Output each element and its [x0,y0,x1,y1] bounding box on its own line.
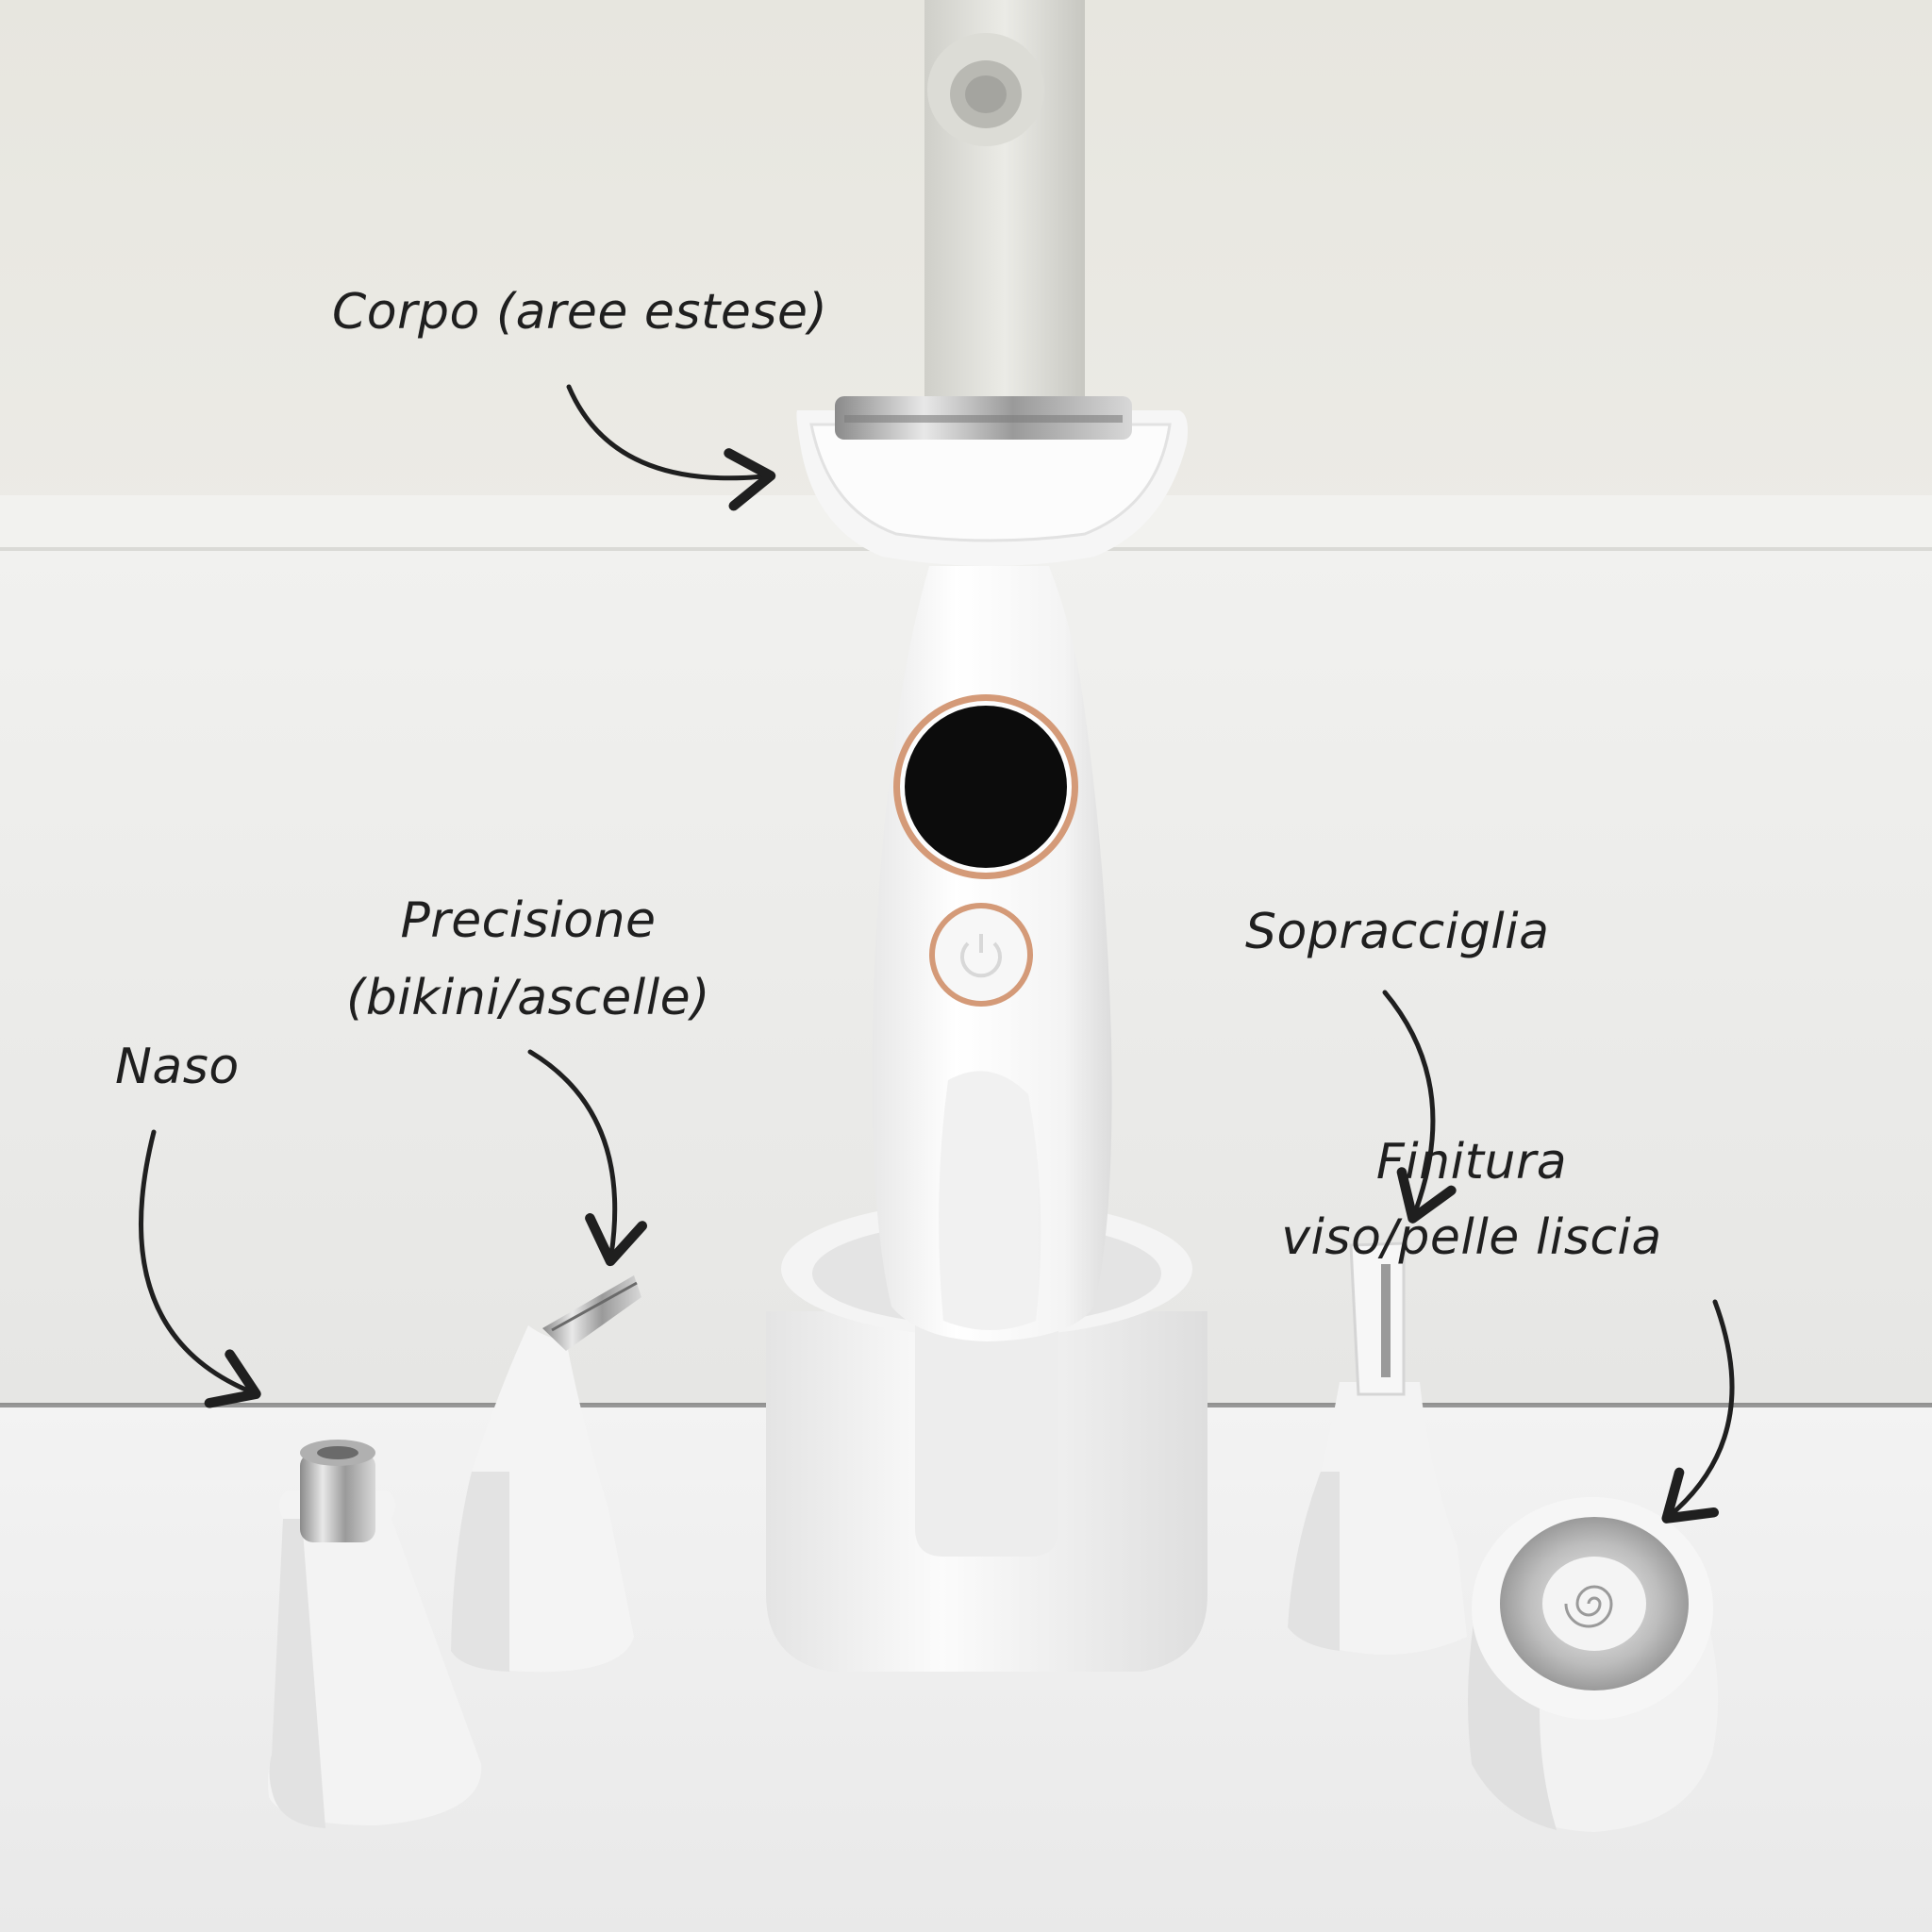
precision-trimmer-head [451,1275,641,1673]
label-precisione: Precisione (bikini/ascelle) [311,882,745,1037]
label-sopracciglia: Sopracciglia [1245,904,1550,960]
body-shaver [796,396,1188,1341]
arrow-corpo [566,384,776,511]
annotation-arrows [139,384,1735,1524]
facial-finishing-head [1468,1497,1719,1832]
nose-trimmer-head [268,1440,482,1828]
arrow-finitura [1661,1299,1735,1524]
label-precisione-line2: (bikini/ascelle) [346,970,710,1026]
label-corpo: Corpo (aree estese) [332,284,828,341]
arrow-naso [139,1129,261,1408]
arrow-precisione [527,1049,648,1267]
label-precisione-line1: Precisione [400,892,657,949]
arrow-sopracciglia [1382,990,1457,1224]
label-finitura-line1: Finitura [1375,1134,1568,1191]
label-finitura: Finitura viso/pelle liscia [1236,1124,1707,1275]
eyebrow-trimmer-head [1288,1241,1467,1655]
label-finitura-line2: viso/pelle liscia [1281,1209,1662,1266]
power-icon [929,903,1033,1007]
label-naso: Naso [115,1039,240,1095]
